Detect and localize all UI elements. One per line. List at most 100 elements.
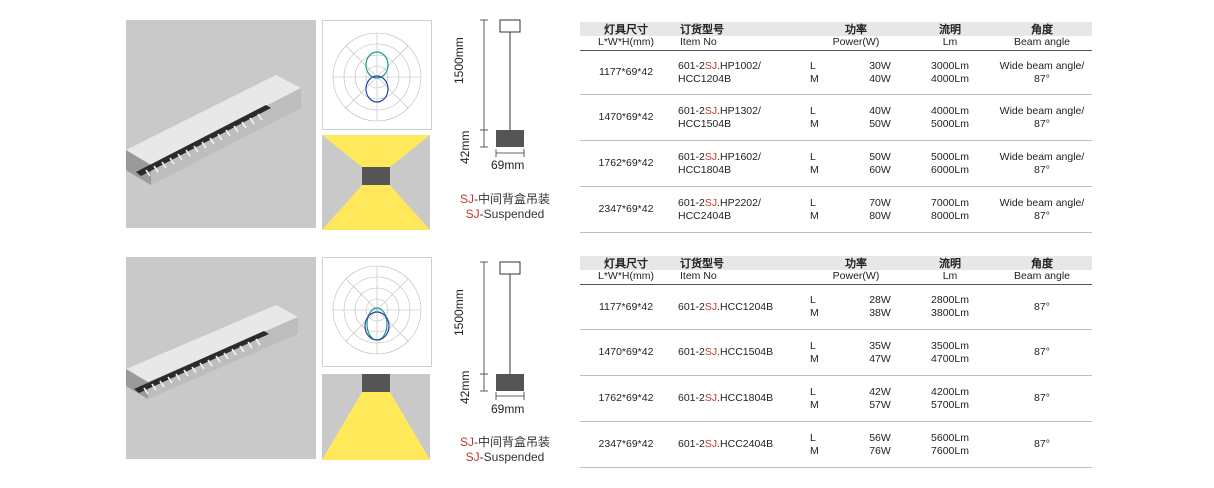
item-suffix: .HCC1504B [717,346,774,358]
cell-angle: Wide beam angle/87° [992,186,1092,233]
cell-item: 601-2SJ.HCC1804B [672,375,804,422]
caption-en: -Suspended [479,450,545,464]
item-prefix: 601-2 [678,196,705,209]
spec-table: 灯具尺寸 订货型号 功率 流明 角度 L*W*H(mm) Item No Pow… [580,22,1092,233]
caption-en: -Suspended [479,207,545,221]
header-power-en: Power(W) [804,270,908,285]
item-sj: SJ [704,196,718,209]
beam-pattern-diagram [322,135,430,230]
angle-line1: Wide beam angle/ [999,196,1085,209]
dimension-width-label: 69mm [491,158,525,172]
cell-item: 601-2SJ.HCC1204B [672,284,804,330]
item-prefix: 601-2 [678,346,705,358]
header-size-en: L*W*H(mm) [580,36,672,51]
angle-line2: 87° [1034,72,1050,85]
lumen-m: 4700Lm [931,352,969,365]
cell-size: 1762*69*42 [580,140,672,187]
power-m: 76W [869,444,891,457]
header-power: 功率 [804,256,908,270]
power-l: 28W [869,294,891,306]
cell-size: 1177*69*42 [580,284,672,330]
beam-pattern-diagram [322,374,430,460]
lumen-m: 7600Lm [931,444,969,457]
item-line2: HCC1504B [678,117,732,130]
header-lumen-en: Lm [908,36,992,51]
cell-size: 1762*69*42 [580,375,672,422]
item-sj: SJ [704,438,718,450]
lumen-m: 6000Lm [931,163,969,176]
item-line2: HCC1204B [678,72,732,85]
spec-table: 灯具尺寸 订货型号 功率 流明 角度 L*W*H(mm) Item No Pow… [580,256,1092,468]
cell-angle: 87° [992,375,1092,422]
item-sj: SJ [704,150,718,163]
header-size-en: L*W*H(mm) [580,270,672,285]
header-power: 功率 [804,22,908,36]
angle-line2: 87° [1034,163,1050,176]
mode-l: L [810,196,816,209]
item-sj: SJ [704,104,718,117]
cell-angle: Wide beam angle/87° [992,50,1092,95]
caption-sj-prefix: SJ [459,192,474,206]
cell-angle: Wide beam angle/87° [992,140,1092,187]
item-prefix: 601-2 [678,104,705,117]
cell-item: 601-2SJ.HCC2404B [672,421,804,468]
angle-line1: Wide beam angle/ [999,150,1085,163]
cell-angle: Wide beam angle/87° [992,94,1092,141]
mode-l: L [810,294,816,306]
caption-cn: -中间背盒吊装 [474,192,550,206]
header-size: 灯具尺寸 [580,256,672,270]
caption-sj-prefix: SJ [465,207,480,221]
mode-l: L [810,385,816,398]
mode-l: L [810,339,816,352]
power-m: 57W [869,398,891,411]
item-suffix: .HP2202/ [717,196,761,209]
item-suffix: .HCC2404B [717,438,774,450]
power-l: 56W [869,431,891,444]
mode-m: M [810,398,819,411]
header-item-en: Item No [672,36,804,51]
cell-item: 601-2SJ.HCC1504B [672,329,804,376]
angle-line1: Wide beam angle/ [999,104,1085,117]
cell-size: 2347*69*42 [580,186,672,233]
dimension-height-label: 1500mm [452,289,466,336]
header-angle-en: Beam angle [992,270,1092,285]
header-lumen: 流明 [908,22,992,36]
lumen-m: 5700Lm [931,398,969,411]
header-lumen: 流明 [908,256,992,270]
header-power-en: Power(W) [804,36,908,51]
header-item: 订货型号 [672,22,804,36]
item-suffix: .HCC1804B [717,392,774,404]
angle-line2: 87° [1034,209,1050,222]
lumen-l: 7000Lm [931,196,969,209]
mode-m: M [810,163,819,176]
item-prefix: 601-2 [678,150,705,163]
mode-l: L [810,431,816,444]
caption-cn: -中间背盒吊装 [474,435,550,449]
lumen-l: 5600Lm [931,431,969,444]
dimension-body-label: 42mm [458,370,472,404]
lumen-m: 3800Lm [931,307,969,319]
suspension-dimension-drawing: 1500mm 42mm 69mm [448,252,568,422]
suspension-dimension-drawing: 1500mm 42mm 69mm [448,14,568,184]
